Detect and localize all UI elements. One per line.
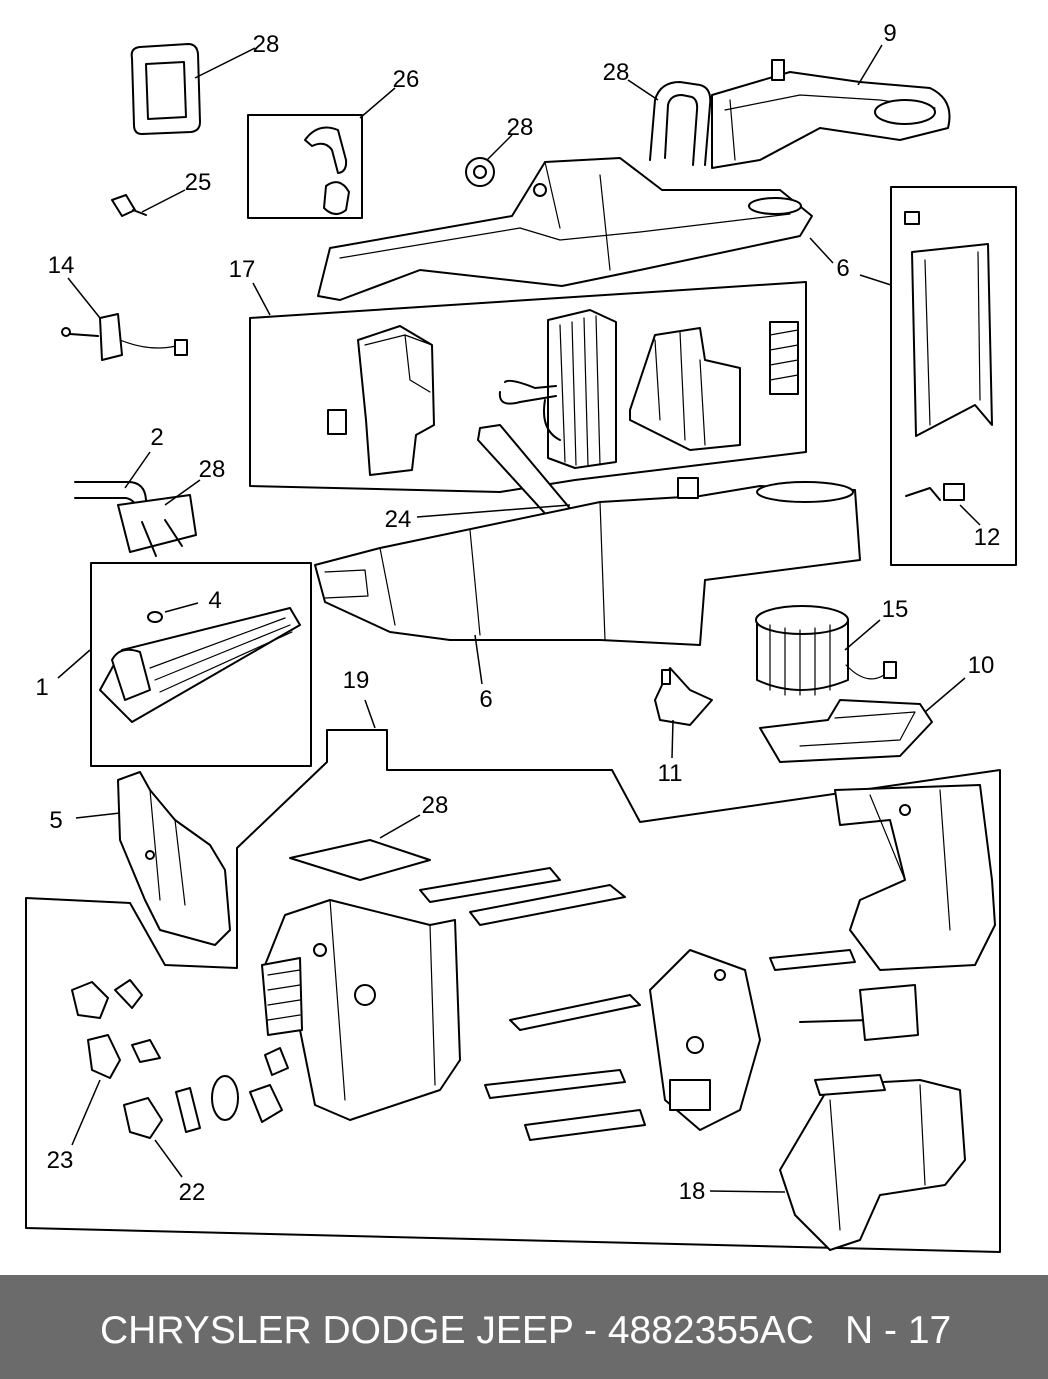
leader-line [671, 719, 674, 759]
heater-housing-part [261, 899, 461, 1121]
door-strip-part [419, 867, 561, 903]
actuator-parts [71, 979, 289, 1139]
footer-bar: CHRYSLER DODGE JEEP - 4882355AC N - 17 [0, 1275, 1048, 1379]
seal-part [130, 43, 201, 135]
evaporator-bracket-part [629, 327, 741, 451]
callout-23: 23 [47, 1147, 74, 1174]
door-part [524, 1109, 646, 1141]
blower-motor-part [755, 605, 897, 696]
leader-line [959, 504, 981, 526]
callout-28: 28 [507, 114, 534, 141]
callout-1: 1 [35, 674, 48, 701]
door-part [484, 1069, 626, 1099]
clip-part [327, 409, 347, 435]
leader-line [844, 619, 881, 651]
callout-6: 6 [479, 686, 492, 713]
callout-10: 10 [968, 652, 995, 679]
heater-tubes-part [74, 481, 197, 557]
door-strip-part [469, 884, 626, 926]
callout-26: 26 [393, 66, 420, 93]
switch-part [61, 313, 188, 361]
leader-line [709, 1190, 786, 1193]
callout-4: 4 [208, 587, 221, 614]
leader-line [164, 602, 199, 613]
defroster-duct-part [711, 59, 951, 169]
door-rod-part [799, 1019, 871, 1023]
callout-24: 24 [385, 506, 412, 533]
filter-part [769, 321, 799, 395]
callout-28: 28 [603, 59, 630, 86]
group-box-19 [25, 729, 1001, 1253]
blower-housing-seal-part [759, 699, 933, 763]
evaporator-core-part [498, 309, 617, 469]
callout-15: 15 [882, 596, 909, 623]
group-box-26 [247, 114, 363, 219]
actuator-part [654, 667, 713, 726]
door-part [769, 949, 856, 971]
leader-line [57, 649, 91, 679]
leader-line [364, 699, 376, 729]
lower-housing-part [779, 1074, 966, 1251]
leader-line [359, 87, 396, 119]
leader-line [164, 479, 201, 506]
group-box-1 [90, 562, 312, 767]
callout-18: 18 [679, 1178, 706, 1205]
callout-28: 28 [422, 792, 449, 819]
leader-line [67, 277, 101, 319]
callout-14: 14 [48, 252, 75, 279]
callout-6: 6 [836, 255, 849, 282]
duct-bracket-part [117, 771, 231, 946]
leader-line [857, 44, 883, 86]
callout-12: 12 [974, 524, 1001, 551]
callout-17: 17 [229, 256, 256, 283]
grommet-part [465, 157, 495, 187]
side-panel-part [904, 211, 993, 501]
callout-9: 9 [883, 20, 896, 47]
mode-door-housing-part [649, 949, 761, 1131]
leader-line [474, 634, 483, 685]
distribution-duct-part [834, 784, 996, 971]
callout-28: 28 [199, 456, 226, 483]
leader-line [252, 282, 271, 316]
duct-seal-part [649, 81, 712, 166]
parts-diagram: 28 26 28 28 9 25 14 17 6 2 28 24 12 4 15… [25, 20, 1017, 1253]
diagram-reference: N - 17 [845, 1309, 952, 1352]
leader-line [416, 504, 571, 518]
upper-housing-part [317, 157, 813, 301]
leader-line [859, 274, 892, 286]
group-box-17 [249, 281, 807, 493]
leader-line [194, 47, 256, 79]
group-box-6-panel [890, 186, 1017, 566]
leader-line [71, 1079, 101, 1146]
leader-line [141, 189, 186, 213]
callout-28: 28 [253, 31, 280, 58]
callout-2: 2 [150, 424, 163, 451]
callout-11: 11 [658, 760, 683, 787]
callout-19: 19 [343, 667, 370, 694]
leader-line [809, 237, 834, 264]
sensor-part [111, 194, 147, 217]
leader-line [379, 814, 421, 839]
callout-25: 25 [185, 169, 212, 196]
callout-22: 22 [179, 1179, 206, 1206]
part-number-caption: CHRYSLER DODGE JEEP - 4882355AC [100, 1309, 814, 1352]
small-door-part [859, 984, 919, 1041]
door-seal-part [289, 839, 431, 881]
leader-line [627, 79, 659, 101]
heater-core-part [99, 607, 301, 723]
leader-line [924, 677, 966, 713]
main-housing-part [314, 477, 861, 646]
door-part [509, 994, 641, 1031]
leader-line [75, 812, 121, 819]
leader-line [486, 134, 513, 161]
leader-line [124, 451, 151, 489]
leader-line [154, 1139, 183, 1178]
callout-5: 5 [49, 807, 62, 834]
evaporator-cover-part [357, 325, 435, 476]
hose-part [304, 126, 350, 215]
